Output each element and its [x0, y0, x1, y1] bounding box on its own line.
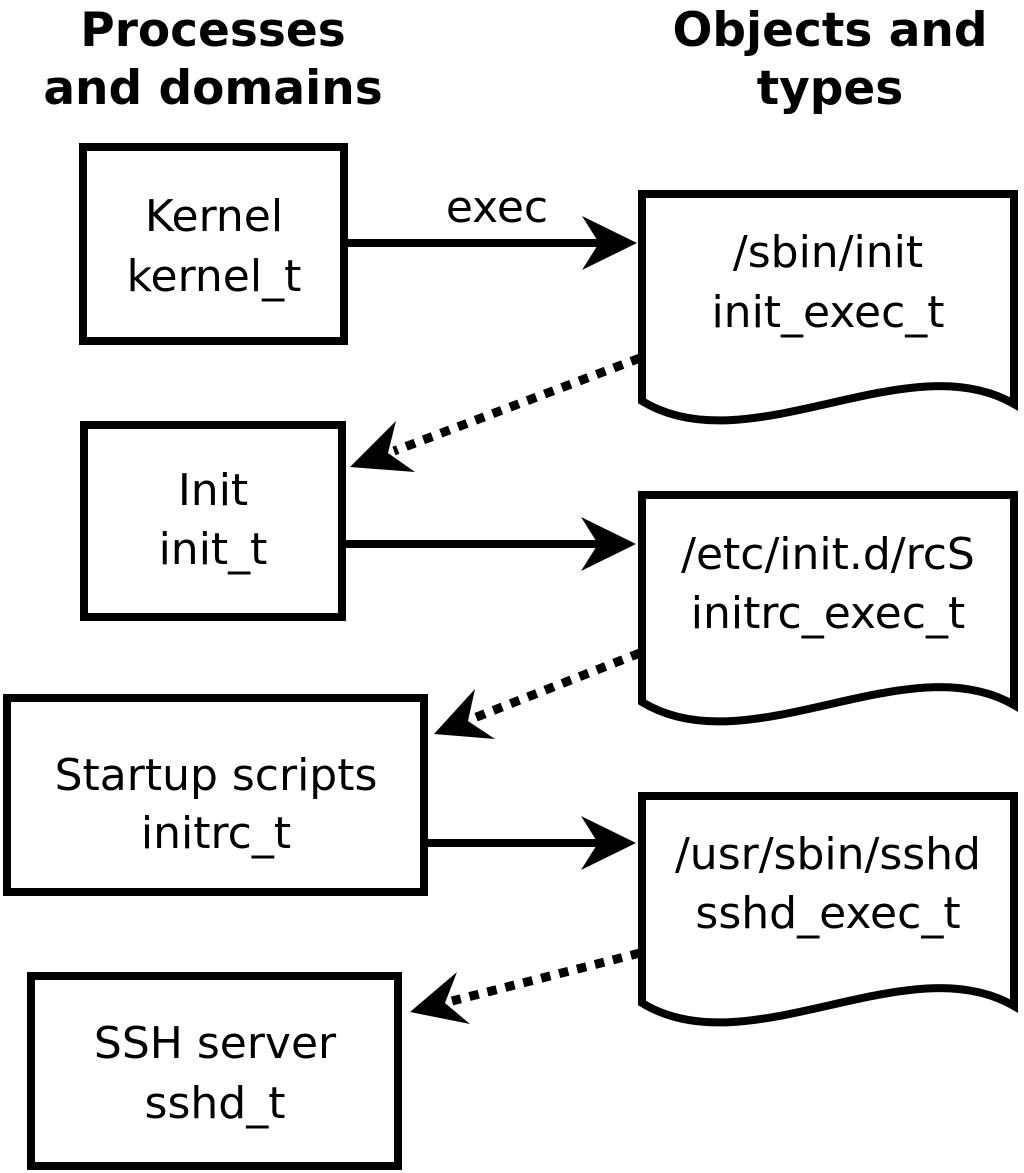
object-doc-etc-initd-rcs: /etc/init.d/rcS initrc_exec_t [638, 491, 1018, 726]
process-box-startup-scripts: Startup scripts initrc_t [3, 694, 428, 896]
header-right-line2: types [757, 61, 904, 116]
exec-arrowhead-icon [581, 816, 636, 870]
object-type: init_exec_t [711, 287, 944, 338]
transition-arrowhead-icon [350, 421, 415, 472]
process-box-ssh-server: SSH server sshd_t [27, 972, 402, 1170]
process-box-kernel: Kernel kernel_t [79, 143, 348, 345]
process-box-rect [79, 143, 348, 345]
object-path: /usr/sbin/sshd [675, 829, 981, 880]
process-name: Kernel [145, 191, 283, 242]
exec-arrow-kernel-to-sbin-init: exec [348, 182, 637, 270]
document-shape [638, 792, 1018, 1027]
transition-arrowhead-icon [434, 689, 495, 739]
process-box-rect [27, 972, 402, 1170]
transition-arrow-to-init [350, 353, 642, 472]
process-domain-type: initrc_t [141, 808, 291, 859]
document-shape [638, 190, 1018, 425]
process-name: SSH server [94, 1018, 337, 1069]
transition-arrow-to-initrc [434, 648, 642, 739]
header-left-line2: and domains [43, 61, 382, 116]
transition-arrow-to-sshd [410, 948, 642, 1024]
process-box-init: Init init_t [80, 421, 346, 621]
exec-arrow-init-to-rcs [346, 517, 636, 571]
object-path: /etc/init.d/rcS [681, 529, 975, 580]
header-right-line1: Objects and [672, 3, 987, 58]
transition-dotted-line [472, 648, 642, 723]
exec-arrow-label: exec [446, 182, 548, 233]
object-type: sshd_exec_t [695, 888, 960, 939]
object-path: /sbin/init [733, 227, 923, 278]
exec-arrowhead-icon [582, 216, 637, 270]
process-domain-type: init_t [159, 524, 268, 575]
object-doc-sbin-init: /sbin/init init_exec_t [638, 190, 1018, 425]
process-domain-type: sshd_t [145, 1078, 286, 1129]
transition-dotted-line [392, 353, 642, 456]
column-header-objects: Objects and types [672, 3, 987, 116]
exec-arrow-initrc-to-sshd [428, 816, 636, 870]
header-left-line1: Processes [80, 3, 345, 58]
process-domain-type: kernel_t [127, 251, 302, 302]
process-name: Init [178, 465, 248, 516]
column-header-processes: Processes and domains [43, 3, 382, 116]
object-doc-usr-sbin-sshd: /usr/sbin/sshd sshd_exec_t [638, 792, 1018, 1027]
process-box-rect [80, 421, 346, 621]
document-shape [638, 491, 1018, 726]
transition-dotted-line [450, 948, 642, 1006]
process-name: Startup scripts [55, 750, 378, 801]
object-type: initrc_exec_t [691, 588, 965, 639]
transition-arrowhead-icon [410, 972, 470, 1024]
exec-arrowhead-icon [581, 517, 636, 571]
process-box-rect [3, 694, 428, 896]
